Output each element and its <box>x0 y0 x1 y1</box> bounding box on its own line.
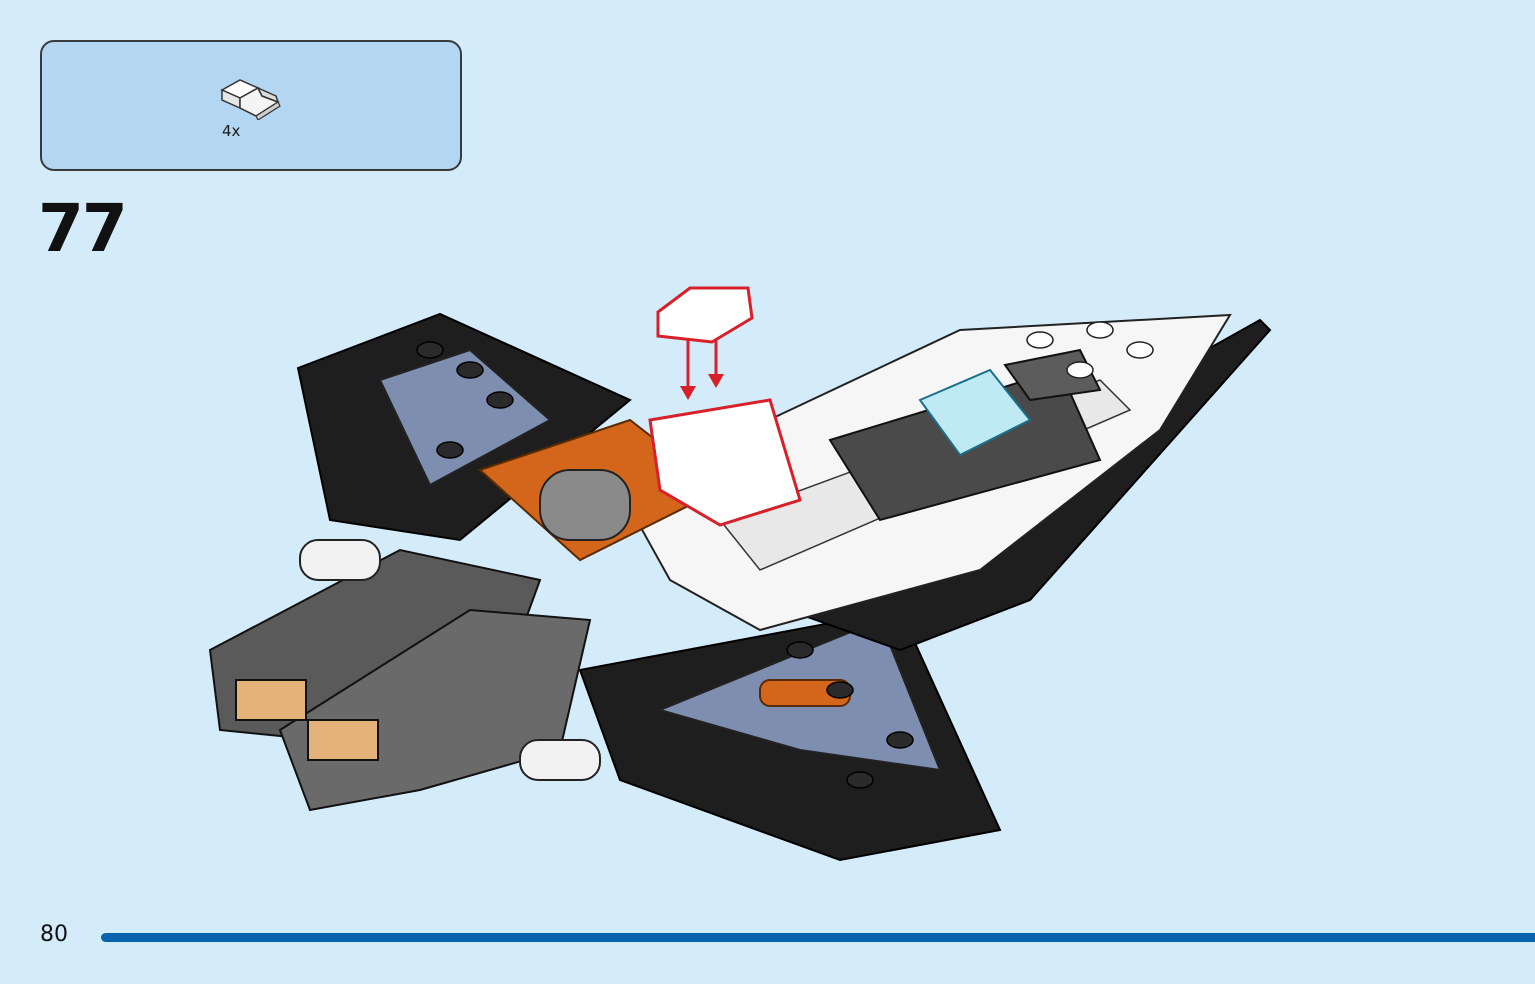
new-part-placement <box>648 398 802 527</box>
turntable <box>539 469 631 541</box>
white-slope-brick-icon <box>220 79 281 120</box>
engine-nozzle-upper <box>235 679 307 721</box>
engine-nozzle-lower <box>307 719 379 761</box>
page-number: 80 <box>40 922 68 947</box>
placement-callout <box>656 286 754 344</box>
spaceship-model-illustration <box>208 286 1272 862</box>
left-white-tile <box>299 539 381 581</box>
parts-callout-box: 4x <box>40 40 462 171</box>
cockpit-screen <box>918 368 1032 457</box>
part-quantity: 4x <box>222 122 241 140</box>
progress-bar <box>101 933 1535 942</box>
upper-wing-plate <box>378 348 552 487</box>
lower-white-tile <box>519 739 601 781</box>
step-number: 77 <box>38 190 128 267</box>
